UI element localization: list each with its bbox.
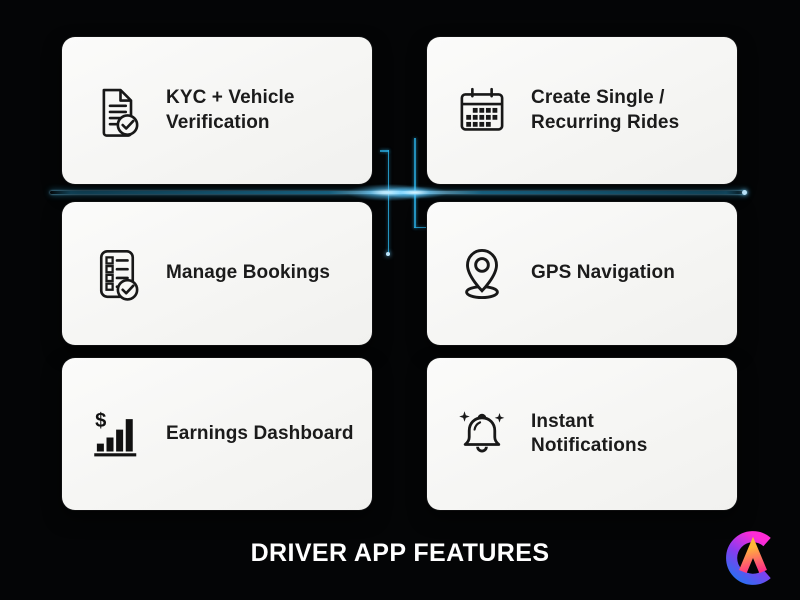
page-title: DRIVER APP FEATURES — [250, 539, 550, 567]
feature-label: Earnings Dashboard — [166, 422, 354, 444]
feature-label: Create Single / Recurring Rides — [531, 87, 680, 133]
dollar-bar-chart-icon: $ — [88, 404, 146, 464]
calendar-icon — [453, 81, 511, 141]
feature-label: Manage Bookings — [166, 262, 331, 284]
feature-label: KYC + Vehicle Verification — [166, 87, 295, 133]
checklist-check-icon — [88, 244, 146, 304]
feature-label: Instant Notifications — [531, 410, 648, 456]
feature-card-gps-navigation: GPS Navigation — [427, 202, 737, 345]
feature-card-earnings-dashboard: $ Earnings Dashboard — [62, 358, 372, 510]
circuit-trace — [380, 150, 389, 152]
ca-gradient-logo — [722, 527, 784, 589]
location-pin-icon — [453, 244, 511, 304]
circuit-trace — [387, 150, 389, 254]
bell-sparkles-icon — [453, 404, 511, 464]
feature-card-create-rides: Create Single / Recurring Rides — [427, 37, 737, 184]
feature-label: GPS Navigation — [531, 262, 675, 284]
circuit-trace — [414, 226, 426, 228]
circuit-trace — [414, 138, 416, 228]
feature-card-kyc-verification: KYC + Vehicle Verification — [62, 37, 372, 184]
feature-card-manage-bookings: Manage Bookings — [62, 202, 372, 345]
glow-line-horizontal — [50, 191, 747, 194]
circuit-node-dot — [386, 252, 390, 256]
svg-text:$: $ — [95, 410, 106, 432]
document-check-icon — [88, 81, 146, 141]
circuit-node-dot — [742, 190, 747, 195]
feature-card-instant-notifications: Instant Notifications — [427, 358, 737, 510]
